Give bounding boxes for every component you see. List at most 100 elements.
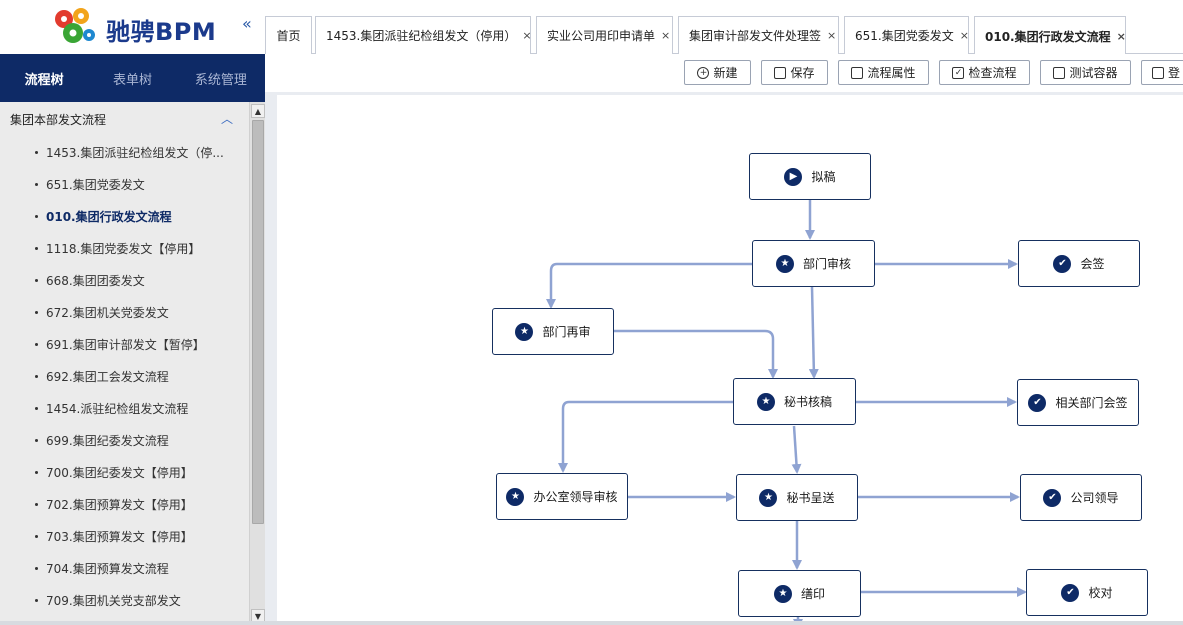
- flow-node-related-countersign[interactable]: ✔ 相关部门会签: [1017, 379, 1139, 426]
- sidebar-item[interactable]: 700.集团纪委发文【停用】: [0, 456, 249, 488]
- sidebar-item-label: 1454.派驻纪检组发文流程: [46, 401, 189, 416]
- tab-1453[interactable]: 1453.集团派驻纪检组发文（停用） ×: [315, 16, 532, 54]
- nav-tab-process-tree[interactable]: 流程树: [24, 72, 64, 88]
- sidebar-item[interactable]: 672.集团机关党委发文: [0, 296, 249, 328]
- flow-node-draft[interactable]: ▶ 拟稿: [749, 153, 871, 200]
- node-label: 部门再审: [542, 325, 591, 339]
- plus-icon: +: [697, 66, 710, 79]
- checkmark-icon: ✔: [1043, 488, 1062, 507]
- sidebar-list: 1453.集团派驻纪检组发文（停... 651.集团党委发文 010.集团行政发…: [0, 136, 249, 616]
- tab-651[interactable]: 651.集团党委发文 ×: [844, 16, 969, 54]
- sidebar-item[interactable]: 651.集团党委发文: [0, 168, 249, 200]
- nav-bar: 流程树 表单树 系统管理: [0, 54, 265, 102]
- brand-title: 驰骋BPM: [106, 18, 217, 46]
- sidebar-item[interactable]: 704.集团预算发文流程: [0, 552, 249, 584]
- close-icon[interactable]: ×: [827, 29, 837, 42]
- scroll-up-icon[interactable]: ▲: [251, 104, 265, 118]
- new-button-label: 新建: [713, 66, 738, 80]
- test-container-button[interactable]: 测试容器: [1040, 60, 1131, 85]
- bullet-icon: [35, 406, 38, 410]
- bullet-icon: [35, 470, 38, 474]
- sidebar-item-label: 651.集团党委发文: [46, 177, 145, 192]
- flow-canvas[interactable]: ▶ 拟稿 ★ 部门审核 ✔ 会签 ★ 部门再审 ★ 秘书核稿 ✔ 相关部门会签 …: [277, 95, 1183, 625]
- sidebar-item[interactable]: 692.集团工会发文流程: [0, 360, 249, 392]
- bullet-icon: [35, 310, 38, 314]
- chevron-up-icon[interactable]: ︿: [220, 112, 233, 126]
- flow-node-print[interactable]: ★ 缮印: [738, 570, 861, 617]
- flow-node-countersign[interactable]: ✔ 会签: [1018, 240, 1140, 287]
- close-icon[interactable]: ×: [522, 29, 532, 42]
- sidebar-item-label: 691.集团审计部发文【暂停】: [46, 337, 205, 352]
- logo-area: 驰骋BPM «: [0, 0, 265, 54]
- star-icon: ★: [775, 254, 794, 273]
- tab-label: 实业公司用印申请单: [547, 29, 656, 43]
- flow-connectors: [546, 200, 1027, 625]
- logout-icon: [1152, 66, 1164, 79]
- sidebar-item[interactable]: 703.集团预算发文【停用】: [0, 520, 249, 552]
- close-icon[interactable]: ×: [1116, 29, 1126, 43]
- tab-label: 010.集团行政发文流程: [985, 29, 1111, 44]
- flow-node-dept-review[interactable]: ★ 部门审核: [752, 240, 875, 287]
- bullet-icon: [35, 534, 38, 538]
- tab-seal-request[interactable]: 实业公司用印申请单 ×: [536, 16, 673, 54]
- sidebar-item-active[interactable]: 010.集团行政发文流程: [0, 200, 249, 232]
- check-button-label: 检查流程: [968, 66, 1017, 80]
- node-label: 秘书核稿: [783, 395, 832, 409]
- flow-node-company-leader[interactable]: ✔ 公司领导: [1020, 474, 1142, 521]
- node-label: 办公室领导审核: [533, 490, 618, 504]
- node-label: 缮印: [800, 587, 825, 601]
- star-icon: ★: [756, 392, 775, 411]
- flow-node-proofread[interactable]: ✔ 校对: [1026, 569, 1148, 616]
- save-button-label: 保存: [790, 66, 815, 80]
- sidebar-item[interactable]: 699.集团纪委发文流程: [0, 424, 249, 456]
- flow-node-secretary-submit[interactable]: ★ 秘书呈送: [736, 474, 858, 521]
- sidebar-item[interactable]: 1453.集团派驻纪检组发文（停...: [0, 136, 249, 168]
- save-button[interactable]: 保存: [761, 60, 828, 85]
- tab-audit-doc[interactable]: 集团审计部发文件处理签 ×: [678, 16, 839, 54]
- connector: [558, 400, 733, 473]
- nav-tab-system-management[interactable]: 系统管理: [194, 72, 247, 88]
- bullet-icon: [35, 182, 38, 186]
- close-icon[interactable]: ×: [661, 29, 671, 42]
- check-process-button[interactable]: ✓检查流程: [939, 60, 1030, 85]
- tab-home[interactable]: 首页: [265, 16, 312, 54]
- close-icon[interactable]: ×: [959, 29, 969, 42]
- node-label: 校对: [1088, 586, 1113, 600]
- new-button[interactable]: +新建: [684, 60, 751, 85]
- flow-node-office-leader-review[interactable]: ★ 办公室领导审核: [496, 473, 628, 520]
- sidebar-item[interactable]: 709.集团机关党支部发文: [0, 584, 249, 616]
- bullet-icon: [35, 598, 38, 602]
- sidebar-scrollbar[interactable]: ▲ ▼: [249, 102, 265, 625]
- save-icon: [774, 66, 787, 79]
- bullet-icon: [35, 278, 38, 282]
- sidebar-item[interactable]: 691.集团审计部发文【暂停】: [0, 328, 249, 360]
- collapse-sidebar-icon[interactable]: «: [242, 14, 252, 33]
- sidebar-item[interactable]: 668.集团团委发文: [0, 264, 249, 296]
- node-label: 会签: [1080, 257, 1105, 271]
- bottom-border: [0, 621, 1183, 625]
- sidebar-item[interactable]: 702.集团预算发文【停用】: [0, 488, 249, 520]
- tab-010-active[interactable]: 010.集团行政发文流程 ×: [974, 16, 1126, 55]
- scroll-thumb[interactable]: [252, 120, 264, 524]
- bullet-icon: [35, 214, 38, 218]
- test-icon: [1053, 66, 1066, 79]
- logout-button[interactable]: 登: [1141, 60, 1183, 85]
- flow-node-dept-rereview[interactable]: ★ 部门再审: [492, 308, 614, 355]
- process-properties-button[interactable]: 流程属性: [838, 60, 929, 85]
- star-icon: ★: [773, 584, 792, 603]
- connector: [808, 286, 819, 379]
- sidebar-item-label: 1118.集团党委发文【停用】: [46, 241, 201, 256]
- sidebar-group-label: 集团本部发文流程: [10, 112, 107, 127]
- sidebar-item[interactable]: 1454.派驻纪检组发文流程: [0, 392, 249, 424]
- sidebar-item-label: 699.集团纪委发文流程: [46, 433, 169, 448]
- nav-tab-form-tree[interactable]: 表单树: [112, 72, 152, 88]
- node-label: 部门审核: [802, 257, 851, 271]
- bullet-icon: [35, 374, 38, 378]
- flow-node-secretary-review[interactable]: ★ 秘书核稿: [733, 378, 856, 425]
- sidebar-item-label: 709.集团机关党支部发文: [46, 593, 181, 608]
- sidebar-item-label: 702.集团预算发文【停用】: [46, 497, 193, 512]
- sidebar-item[interactable]: 1118.集团党委发文【停用】: [0, 232, 249, 264]
- sidebar-item-label: 700.集团纪委发文【停用】: [46, 465, 193, 480]
- sidebar-group-header[interactable]: 集团本部发文流程 ︿: [0, 102, 249, 136]
- checkbox-icon: ✓: [952, 66, 965, 79]
